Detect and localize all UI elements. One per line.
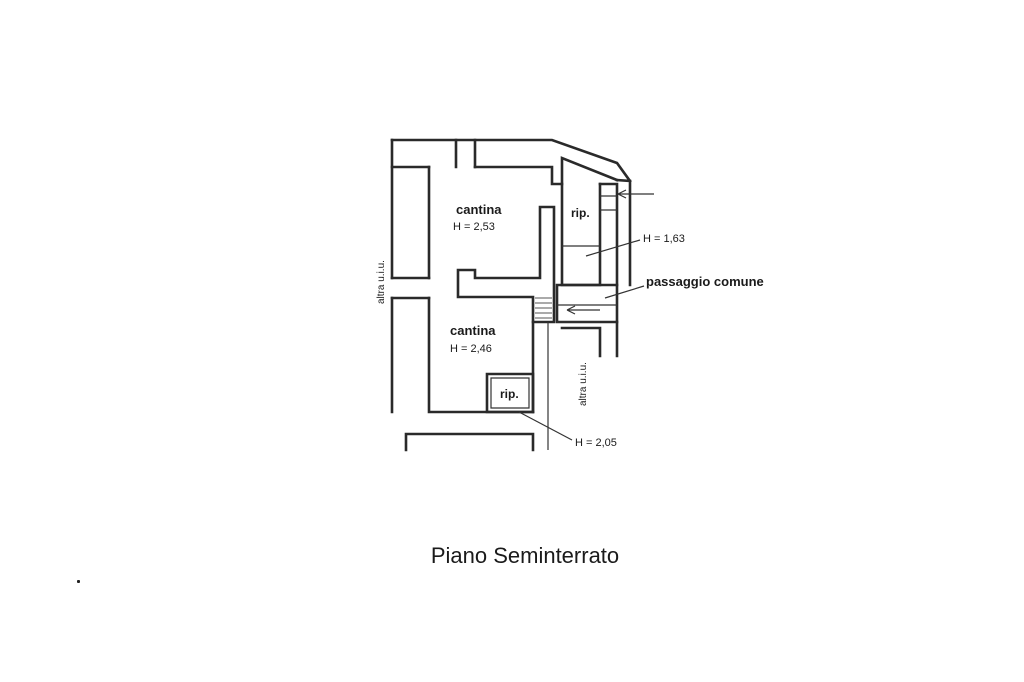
right-column-marks bbox=[600, 195, 617, 211]
wall-top-outer bbox=[390, 138, 632, 183]
arrow-entry-top bbox=[617, 189, 654, 199]
wall-rip-upper bbox=[560, 182, 602, 287]
passage-hatch bbox=[535, 297, 552, 319]
storage-label-lower: rip. bbox=[500, 387, 519, 401]
wall-bottom bbox=[404, 432, 535, 452]
room-height-cantina-lower: H = 2,46 bbox=[450, 343, 492, 355]
wall-lower-right bbox=[531, 320, 619, 414]
wall-partition-upper bbox=[456, 205, 556, 324]
walls bbox=[390, 138, 632, 452]
wall-right-column bbox=[598, 178, 632, 287]
plan-caption-text: Piano Seminterrato bbox=[430, 543, 620, 568]
neighbor-label-left: altra u.i.u. bbox=[376, 260, 387, 304]
room-label-cantina-upper: cantina bbox=[456, 202, 502, 217]
wall-rip-lower bbox=[485, 372, 535, 414]
leader-h163 bbox=[585, 239, 641, 257]
passage-label: passaggio comune bbox=[646, 274, 764, 289]
wall-top-inner bbox=[390, 156, 619, 186]
arrow-entry-passage bbox=[566, 305, 600, 315]
storage-height-upper: H = 1,63 bbox=[643, 233, 685, 245]
storage-label-upper: rip. bbox=[571, 206, 590, 220]
room-label-cantina-lower: cantina bbox=[450, 323, 496, 338]
room-height-cantina-upper: H = 2,53 bbox=[453, 221, 495, 233]
room-labels: cantina H = 2,53 cantina H = 2,46 rip. H… bbox=[376, 202, 764, 449]
annotation-lines bbox=[518, 189, 654, 441]
leader-passage bbox=[604, 285, 645, 299]
plan-caption: Piano Seminterrato bbox=[0, 543, 1024, 569]
neighbor-label-right: altra u.i.u. bbox=[578, 362, 589, 406]
scan-speck bbox=[77, 580, 80, 583]
storage-height-lower: H = 2,05 bbox=[575, 437, 617, 449]
wall-left-opening bbox=[390, 276, 431, 300]
leader-h205 bbox=[518, 411, 573, 441]
wall-pillar-top bbox=[454, 138, 477, 169]
wall-passage bbox=[555, 283, 619, 324]
rip-lower-inner bbox=[490, 377, 530, 409]
